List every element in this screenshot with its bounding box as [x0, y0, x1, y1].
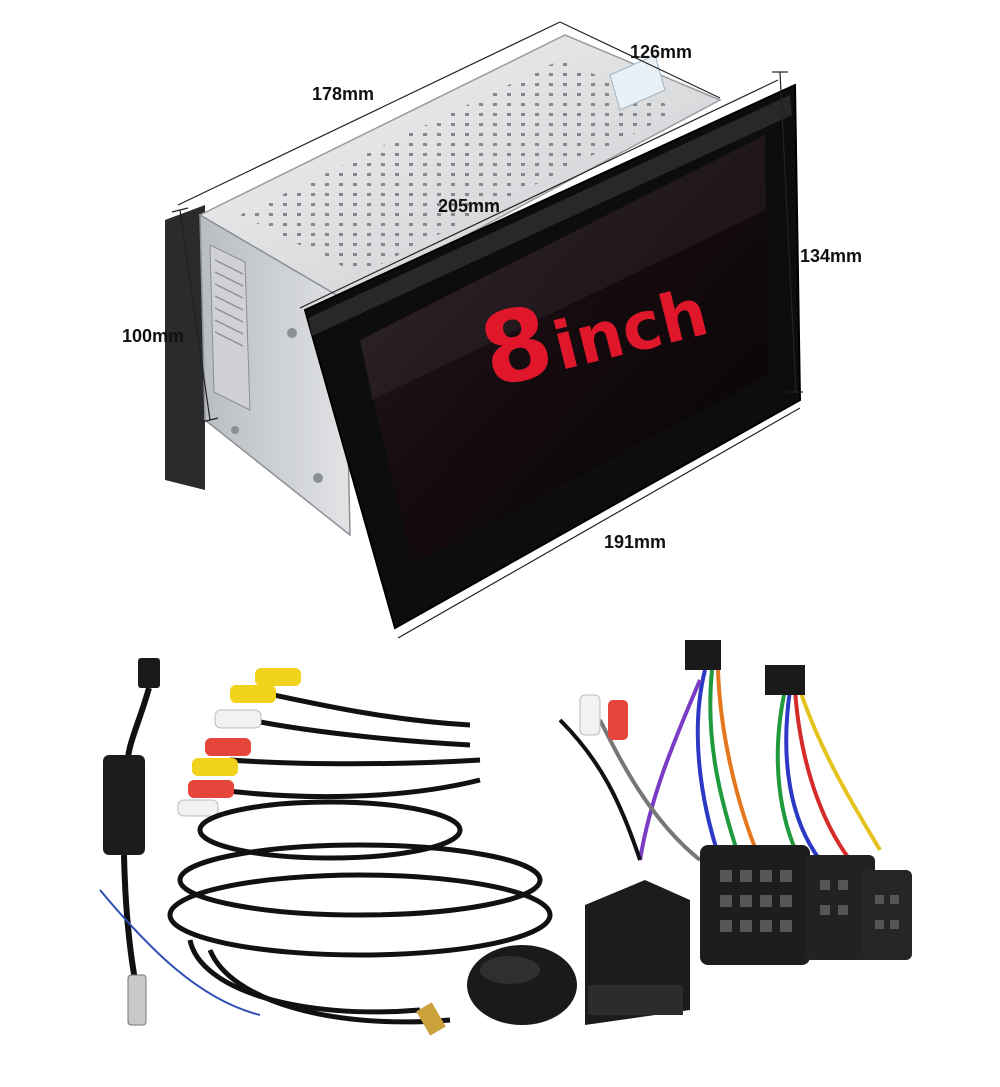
antenna-amplifier — [103, 755, 145, 855]
label-sticker — [609, 54, 666, 111]
screen-glare — [360, 135, 766, 400]
gps-antenna — [467, 945, 577, 1025]
accessories — [99, 640, 912, 1036]
bezel-width-dimension-label: 205mm — [438, 196, 501, 216]
display-screen — [360, 135, 768, 565]
rca-plugs — [177, 668, 301, 817]
bezel-highlight — [308, 95, 792, 336]
depth-dimension-label: 178mm — [312, 84, 375, 104]
top-depth-dimension-label: 126mm — [630, 42, 693, 62]
dimension-lines — [171, 21, 803, 639]
back-plate — [165, 205, 205, 490]
iso-connectors — [700, 845, 912, 965]
bezel-height-dimension-label: 134mm — [800, 246, 863, 266]
vent-grid — [240, 60, 680, 275]
head-unit — [165, 34, 802, 630]
chassis-height-dimension-label: 100mm — [122, 326, 185, 346]
bottom-width-dimension-label: 191mm — [604, 532, 667, 552]
